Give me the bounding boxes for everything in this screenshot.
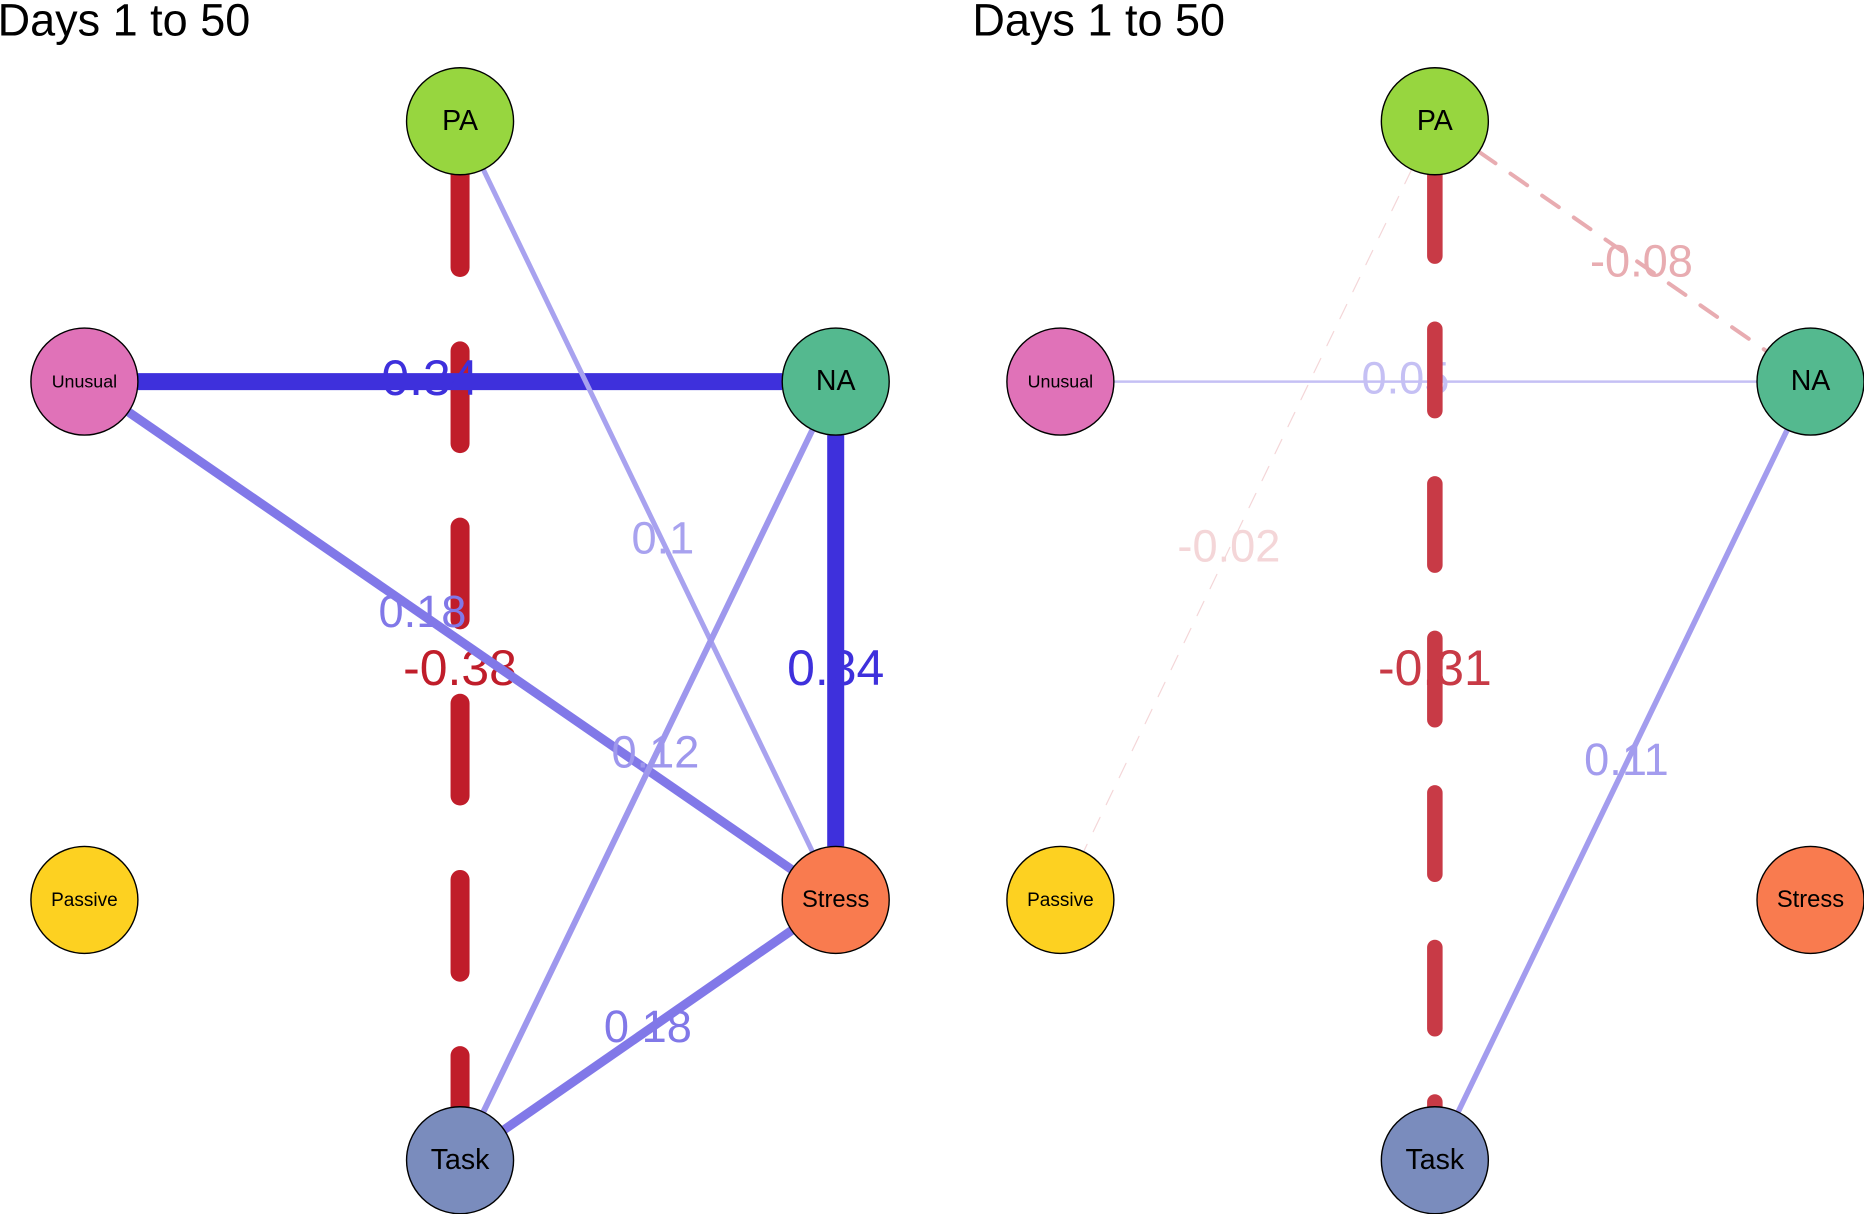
node-unusual-circle xyxy=(30,327,139,436)
edge-label-pa-passive: -0.02 xyxy=(1177,520,1280,571)
node-unusual: Unusual xyxy=(1006,327,1115,436)
node-stress-label: Stress xyxy=(802,886,869,913)
node-stress-circle xyxy=(781,845,890,955)
node-stress: Stress xyxy=(1756,845,1864,955)
node-task: Task xyxy=(1380,1106,1490,1214)
edge-pa-na xyxy=(1476,149,1769,354)
panel-2: Days 1 to 50-0.080.05-0.02-0.310.11PAUnu… xyxy=(972,0,1864,1214)
node-task-label: Task xyxy=(1406,1144,1465,1176)
node-na: NA xyxy=(1756,327,1864,436)
node-na-label: NA xyxy=(816,365,856,397)
node-unusual-label: Unusual xyxy=(1028,371,1093,391)
edge-pa-passive xyxy=(1082,168,1413,853)
node-pa: PA xyxy=(405,67,515,176)
panel-1-title: Days 1 to 50 xyxy=(0,0,250,46)
node-stress-label: Stress xyxy=(1777,886,1844,913)
node-passive-label: Passive xyxy=(1027,890,1094,911)
panel-2-title: Days 1 to 50 xyxy=(972,0,1225,46)
edge-pa-stress xyxy=(481,168,815,853)
node-task-label: Task xyxy=(431,1144,490,1176)
node-passive-circle xyxy=(30,845,139,955)
node-na: NA xyxy=(781,327,890,436)
node-stress-circle xyxy=(1756,845,1864,955)
edge-label-unusual-stress: 0.18 xyxy=(379,586,467,637)
panel-1: Days 1 to 50-0.380.340.340.10.180.120.18… xyxy=(0,0,890,1214)
node-passive: Passive xyxy=(30,845,139,955)
edge-label-unusual-na: 0.34 xyxy=(381,350,478,406)
edge-stress-task xyxy=(501,926,795,1134)
panel-2-edges: -0.080.05-0.02-0.310.11 xyxy=(1082,149,1790,1115)
node-pa-label: PA xyxy=(442,105,478,137)
node-na-circle xyxy=(781,327,890,436)
node-passive-label: Passive xyxy=(51,890,118,911)
node-na-label: NA xyxy=(1791,365,1831,397)
node-pa-circle xyxy=(1380,67,1490,176)
node-passive-circle xyxy=(1006,845,1115,955)
edge-label-pa-stress: 0.1 xyxy=(632,513,695,564)
node-pa-circle xyxy=(405,67,515,176)
node-unusual-label: Unusual xyxy=(52,371,117,391)
node-pa: PA xyxy=(1380,67,1490,176)
node-pa-label: PA xyxy=(1417,105,1453,137)
edge-unusual-stress xyxy=(125,408,795,874)
edge-label-pa-na: -0.08 xyxy=(1590,235,1693,286)
node-unusual-circle xyxy=(1006,327,1115,436)
edge-label-na-stress: 0.34 xyxy=(787,640,884,696)
edge-na-task xyxy=(480,428,816,1114)
panel-1-edges: -0.380.340.340.10.180.120.18 xyxy=(125,165,884,1134)
node-stress: Stress xyxy=(781,845,890,955)
edge-label-pa-task: -0.31 xyxy=(1378,640,1492,696)
node-task: Task xyxy=(405,1106,515,1214)
node-na-circle xyxy=(1756,327,1864,436)
edge-label-na-task: 0.12 xyxy=(611,726,699,777)
node-passive: Passive xyxy=(1006,845,1115,955)
node-unusual: Unusual xyxy=(30,327,139,436)
edge-na-task xyxy=(1455,428,1790,1114)
edge-label-stress-task: 0.18 xyxy=(604,1001,692,1052)
edge-label-na-task: 0.11 xyxy=(1584,734,1669,785)
